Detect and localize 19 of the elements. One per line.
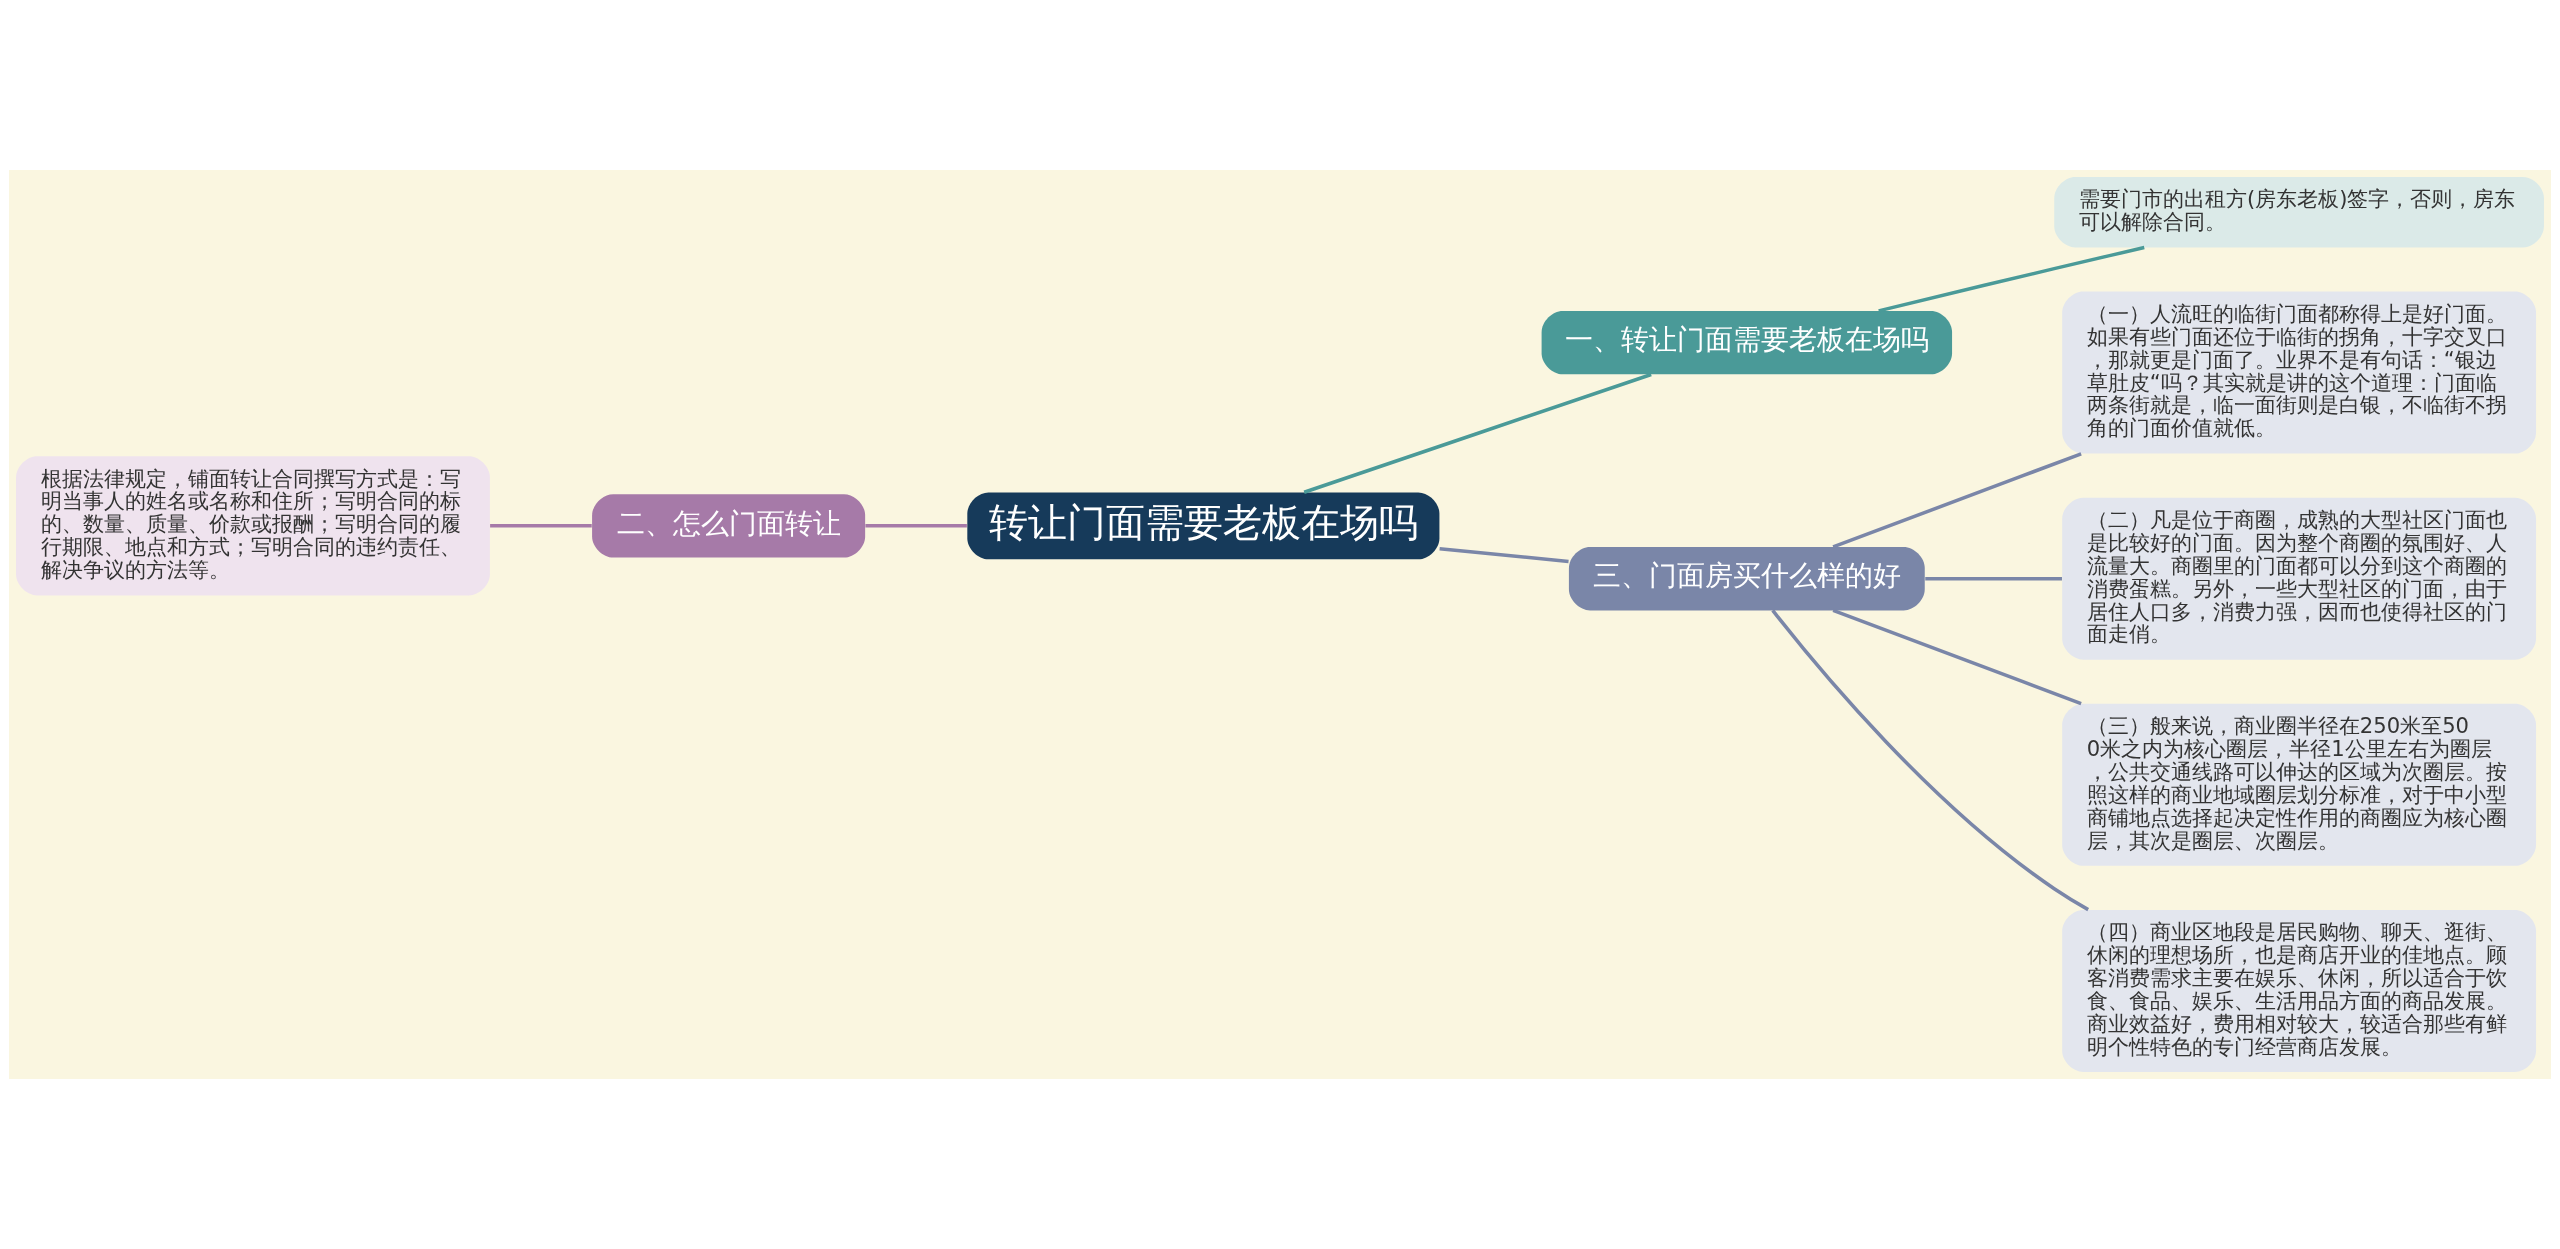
connector: [1832, 608, 2082, 706]
node-box: （二）凡是位于商圈，成熟的大型社区门面也是比较好的门面。因为整个商圈的氛围好、人流量大。商圈里的门面都可以分到这个商圈的消费蛋糕。另外，一些大型社区的门面，由于居住人口多，消费力强，因而也使得社区的门面走俏。: [2062, 497, 2537, 660]
node-box: （三）般来说，商业圈半径在250米至500米之内为核心圈层，半径1公里左右为圈层，公共交通线路可以伸达的区域为次圈层。按照这样的商业地域圈层划分标准，对于中小型商铺地点选择起决定性作用的商圈应为核心圈层，其次是圈层、次圈层。: [2062, 703, 2537, 866]
connector: [1303, 372, 1652, 494]
connector: [490, 524, 592, 528]
node-box: 三、门面房买什么样的好: [1568, 547, 1925, 611]
node-box: 根据法律规定，铺面转让合同撰写方式是：写明当事人的姓名或名称和住所；写明合同的标的、数量、质量、价款或报酬；写明合同的履行期限、地点和方式；写明合同的违约责任、解决争议的方法等。: [16, 456, 490, 596]
connector: [1771, 609, 2090, 912]
node-box: 转让门面需要老板在场吗: [967, 492, 1440, 560]
connector: [1439, 547, 1569, 564]
node-box: 需要门市的出租方(房东老板)签字，否则，房东可以解除合同。: [2054, 177, 2544, 248]
connector: [1832, 452, 2082, 549]
node-box: （一）人流旺的临街门面都称得上是好门面。如果有些门面还位于临街的拐角，十字交叉口，那就更是门面了。业界不是有句话：“银边草肚皮“吗？其实就是讲的这个道理：门面临两条街就是，临一面街则是白银，不临街不拐角的门面价值就低。: [2062, 291, 2537, 454]
connector: [865, 524, 967, 528]
connector: [1925, 576, 2062, 581]
node-box: （四）商业区地段是居民购物、聊天、逛街、休闲的理想场所，也是商店开业的佳地点。顾客消费需求主要在娱乐、休闲，所以适合于饮食、食品、娱乐、生活用品方面的商品发展。商业效益好，费用相对较大，较适合那些有鲜明个性特色的专门经营商店发展。: [2062, 909, 2537, 1072]
connector: [1878, 245, 2145, 313]
node-box: 二、怎么门面转让: [592, 494, 866, 558]
node-box: 一、转让门面需要老板在场吗: [1541, 310, 1953, 375]
